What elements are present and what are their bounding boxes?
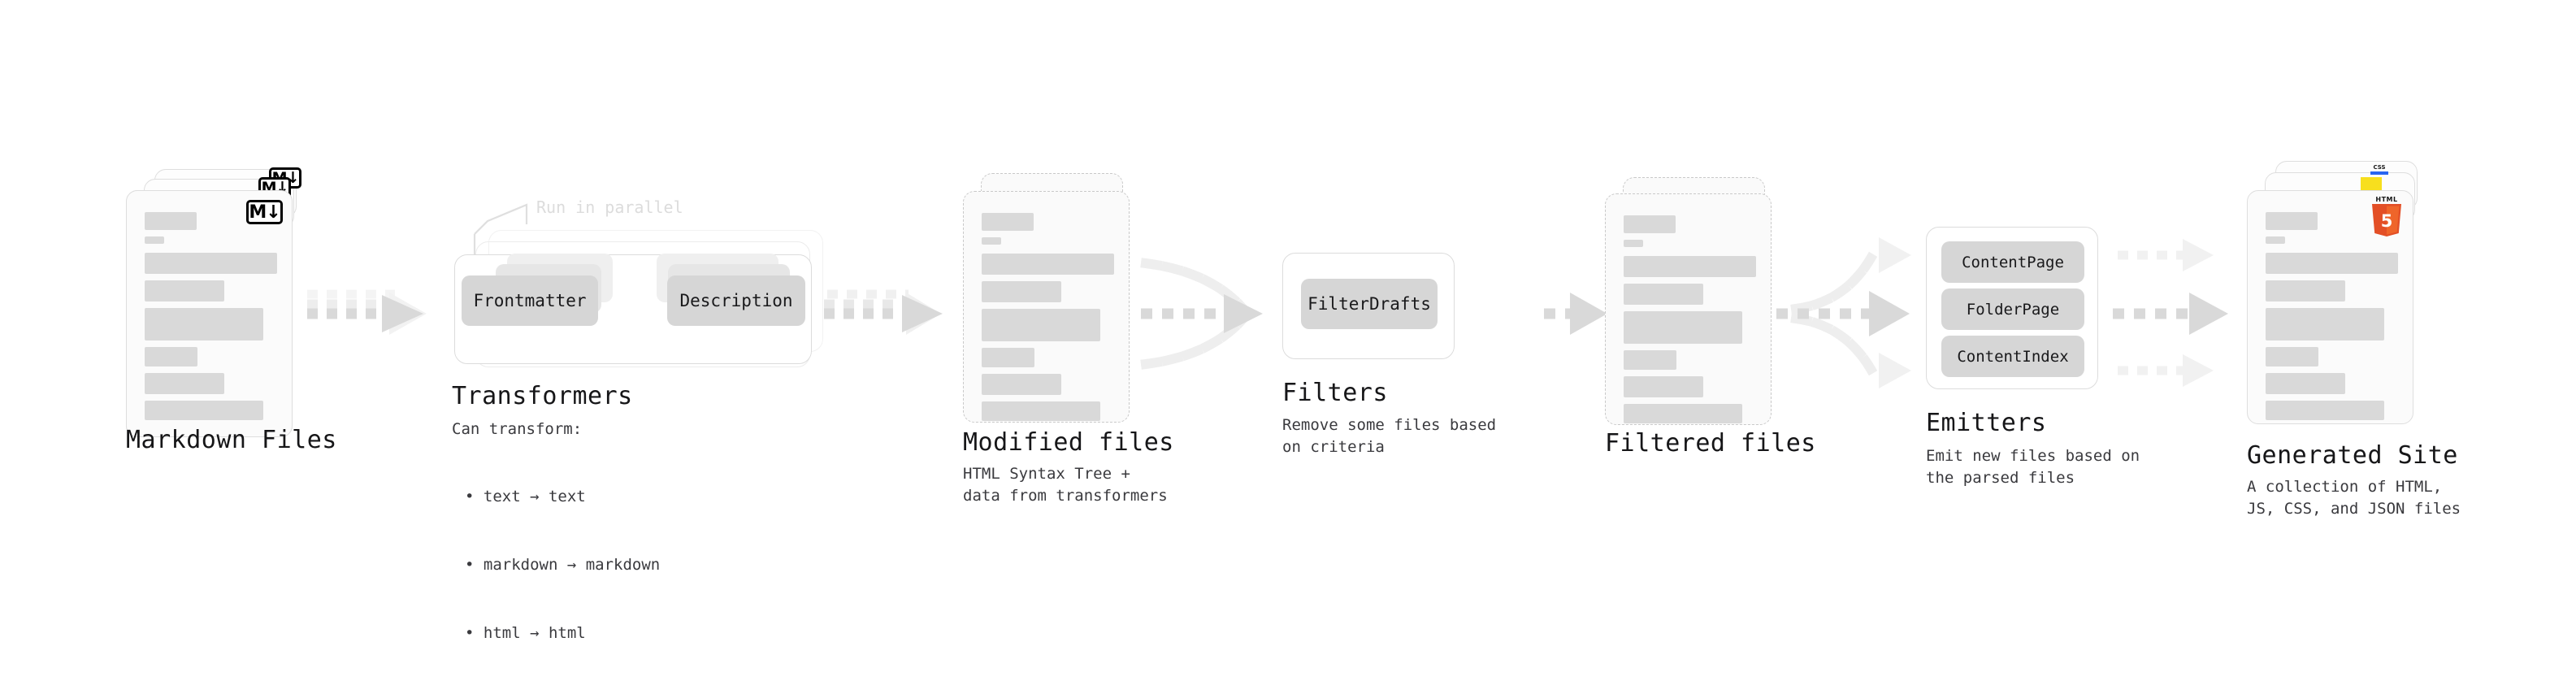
- filters-panel: FilterDrafts: [1282, 253, 1455, 359]
- doc-content-bar: [1624, 404, 1742, 423]
- generated-site-stack: CSS HTML 5: [2247, 161, 2434, 437]
- doc-content-bar: [145, 401, 263, 420]
- html5-badge: HTML 5: [2369, 196, 2405, 236]
- doc-content-bar: [982, 401, 1100, 421]
- filter-chip-filterdrafts[interactable]: FilterDrafts: [1301, 279, 1438, 329]
- doc-content-bar: [2266, 212, 2318, 230]
- html5-wordmark: HTML: [2375, 196, 2398, 203]
- doc-content-bar: [145, 236, 164, 244]
- doc-content-bar: [145, 373, 224, 394]
- doc-content-bar: [145, 347, 197, 367]
- js-badge: [2361, 177, 2382, 192]
- markdown-files-stack: M↓ M↓ M↓ M↓: [126, 167, 305, 437]
- generated-site-title: Generated Site: [2247, 441, 2458, 470]
- emitter-chip-folderpage[interactable]: FolderPage: [1941, 288, 2084, 330]
- doc-content-bar: [1624, 256, 1756, 277]
- css3-badge: CSS: [2370, 164, 2388, 177]
- emitter-chip-contentindex[interactable]: ContentIndex: [1941, 336, 2084, 377]
- doc-content-bar: [982, 374, 1061, 395]
- doc-content-bar: [2266, 280, 2345, 301]
- modified-files-subtitle: HTML Syntax Tree + data from transformer…: [963, 465, 1168, 505]
- arrow-filters-to-filtered: [1544, 293, 1607, 335]
- doc-content-bar: [2266, 347, 2318, 367]
- transformer-bullet-0: • text → text: [465, 488, 586, 505]
- filters-title: Filters: [1282, 379, 1388, 407]
- emitter-chip-contentpage[interactable]: ContentPage: [1941, 241, 2084, 283]
- doc-content-bar: [1624, 215, 1676, 233]
- filtered-files-title: Filtered files: [1605, 429, 1816, 458]
- svg-text:5: 5: [2381, 211, 2393, 231]
- emitters-subtitle: Emit new files based on the parsed files: [1926, 447, 2140, 487]
- markdown-doc-front-overlay: M↓: [126, 190, 293, 437]
- transformer-chip-description[interactable]: Description: [667, 275, 805, 326]
- transformers-subtitle: Can transform:: [452, 420, 583, 438]
- filtered-doc-front: [1605, 193, 1772, 425]
- arrow-filtered-to-emitters: [1776, 237, 1911, 388]
- filters-subtitle: Remove some files based on criteria: [1282, 416, 1497, 456]
- doc-content-bar: [1624, 376, 1703, 397]
- transformer-chip-frontmatter[interactable]: Frontmatter: [462, 275, 598, 326]
- doc-content-bar: [982, 237, 1001, 245]
- modified-files-stack: [963, 173, 1142, 441]
- doc-content-bar: [1624, 240, 1643, 247]
- doc-content-bar: [2266, 236, 2285, 244]
- arrow-transformers-to-modified: [824, 289, 943, 335]
- doc-content-bar: [2266, 308, 2384, 340]
- transformers-title: Transformers: [452, 382, 633, 410]
- doc-content-bar: [982, 309, 1100, 341]
- markdown-badge-main: M↓: [246, 200, 283, 224]
- transformer-bullet-1: • markdown → markdown: [465, 556, 661, 574]
- doc-content-bar: [2266, 401, 2384, 420]
- emitters-title: Emitters: [1926, 409, 2047, 437]
- doc-content-bar: [145, 212, 197, 230]
- modified-files-title: Modified files: [963, 428, 1174, 457]
- emitters-panel: ContentPage FolderPage ContentIndex: [1926, 227, 2098, 389]
- run-in-parallel-label: Run in parallel: [536, 197, 683, 217]
- doc-content-bar: [145, 280, 224, 301]
- doc-content-bar: [1624, 350, 1676, 370]
- doc-content-bar: [982, 281, 1061, 302]
- doc-content-bar: [982, 348, 1034, 367]
- transformer-bullet-2: • html → html: [465, 624, 586, 642]
- arrow-markdown-to-transformers: [307, 289, 427, 335]
- doc-content-bar: [982, 213, 1034, 231]
- site-doc-front: HTML 5: [2247, 190, 2413, 424]
- filtered-files-stack: [1605, 177, 1784, 445]
- doc-content-bar: [145, 308, 263, 340]
- modified-doc-front: [963, 191, 1130, 423]
- doc-content-bar: [2266, 373, 2345, 394]
- doc-content-bar: [2266, 253, 2398, 274]
- doc-content-bar: [982, 254, 1114, 275]
- generated-site-subtitle: A collection of HTML, JS, CSS, and JSON …: [2247, 478, 2461, 518]
- transformers-bullets: • text → text • markdown → markdown • ht…: [452, 440, 660, 681]
- arrow-modified-to-filters: [1140, 258, 1263, 370]
- html5-shield-icon: 5: [2372, 204, 2401, 236]
- doc-content-bar: [1624, 311, 1742, 344]
- doc-content-bar: [145, 253, 277, 274]
- markdown-files-title: Markdown Files: [126, 426, 337, 454]
- arrow-emitters-to-site: [2113, 239, 2228, 387]
- doc-content-bar: [1624, 284, 1703, 305]
